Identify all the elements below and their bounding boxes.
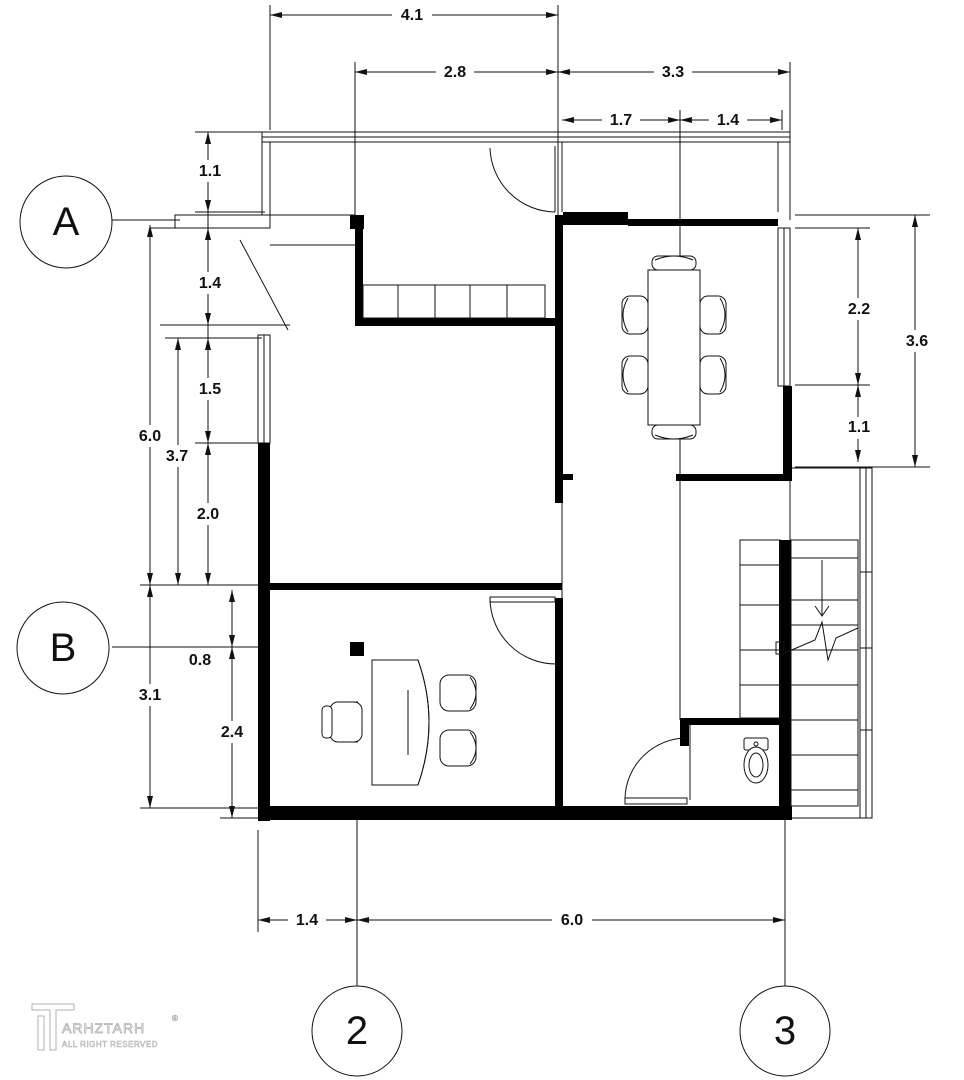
grid-bubble-2-label: 2	[346, 1009, 368, 1053]
dim-left-2-4: 2.4	[221, 724, 243, 741]
dim-top-right-a: 1.7	[610, 112, 632, 129]
dim-left-1-1: 1.1	[199, 163, 221, 180]
grid-bubble-2	[311, 985, 403, 1077]
wall-office-top	[270, 583, 562, 590]
wc-toilet	[743, 737, 769, 784]
office-chair	[329, 701, 363, 743]
visitor-chair	[439, 674, 477, 712]
wall-top-dining-a	[563, 212, 628, 225]
dim-bottom-1-4: 1.4	[296, 912, 318, 929]
grid-bubble-3-label: 3	[774, 1009, 796, 1053]
dim-left-3-1: 3.1	[139, 687, 161, 704]
dim-top-inner: 2.8	[444, 64, 466, 81]
dining-set	[621, 255, 727, 440]
grid-bubble-a	[19, 175, 113, 269]
kitchen-counter	[362, 284, 546, 319]
grid-bubble-3	[739, 985, 831, 1077]
chair	[699, 295, 727, 335]
dim-left-1-5: 1.5	[199, 381, 221, 398]
chair	[621, 295, 649, 335]
logo-name: ARHZTARH	[62, 1020, 145, 1036]
dim-left-0-8: 0.8	[189, 652, 211, 669]
doors	[489, 146, 688, 805]
logo-watermark: ARHZTARH ® ALL RIGHT RESERVED	[31, 1003, 178, 1051]
logo-reg: ®	[172, 1014, 178, 1023]
column-top	[350, 215, 364, 229]
stairs	[739, 539, 859, 807]
grid-bubbles: A B 2 3	[16, 175, 831, 1077]
dim-right-1-1: 1.1	[848, 419, 870, 436]
dim-top-overall: 4.1	[401, 7, 423, 24]
dim-left-6-0: 6.0	[139, 428, 161, 445]
dimension-arrows	[147, 12, 918, 923]
logo-mark	[31, 1003, 75, 1051]
wall-center-lower	[555, 598, 563, 808]
wall-wc-left	[680, 718, 689, 746]
walls	[258, 212, 792, 821]
dim-bottom-6-0: 6.0	[561, 912, 583, 929]
chair	[621, 355, 649, 395]
visitor-chair	[439, 729, 477, 767]
wall-right-dining	[783, 386, 792, 476]
office-furniture	[321, 659, 477, 786]
dim-right-3-6: 3.6	[906, 333, 928, 350]
dining-table	[647, 269, 701, 426]
dim-right-2-2: 2.2	[848, 301, 870, 318]
wall-top-dining-b	[628, 219, 778, 226]
wall-wc-top	[680, 718, 780, 725]
wall-kitchen-bottom	[355, 318, 558, 326]
dim-top-right-b: 1.4	[717, 112, 739, 129]
wall-dining-bottom	[676, 474, 792, 481]
dim-left-3-7: 3.7	[166, 448, 188, 465]
wall-stub-center	[563, 474, 573, 480]
chair	[699, 355, 727, 395]
grid-bubble-a-label: A	[53, 200, 80, 244]
grid-bubble-b	[16, 601, 110, 695]
wall-center-upper	[555, 215, 563, 503]
dimension-lines	[112, 5, 930, 988]
dimension-labels: 4.1 2.8 3.3 1.7 1.4 1.1 1.4 1.5 6.0 3.7 …	[131, 5, 936, 932]
wall-kitchen-left	[355, 225, 363, 325]
desk	[371, 659, 430, 786]
logo-sub: ALL RIGHT RESERVED	[62, 1040, 158, 1049]
wall-bottom	[258, 806, 792, 820]
dim-top-right: 3.3	[662, 64, 684, 81]
dim-left-1-4: 1.4	[199, 275, 221, 292]
dim-left-2-0: 2.0	[197, 506, 219, 523]
wall-stair-right	[779, 540, 791, 820]
wall-left	[258, 443, 270, 821]
grid-bubble-b-label: B	[50, 626, 77, 670]
column-office	[350, 642, 364, 656]
